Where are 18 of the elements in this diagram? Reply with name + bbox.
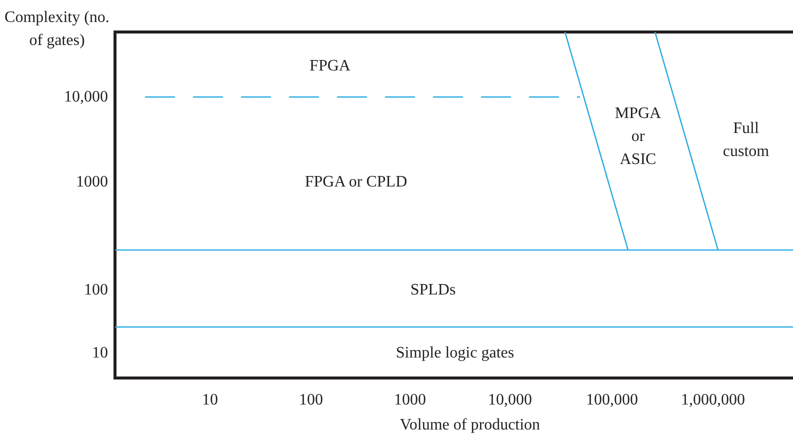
axis-title: Volume of production	[398, 415, 542, 436]
tick-label: 100,000	[585, 390, 639, 410]
region-label: Full custom	[722, 118, 770, 162]
tick-label: 100	[83, 280, 108, 300]
tick-label: 10	[201, 390, 219, 410]
tick-label: 10	[91, 343, 108, 364]
region-label: Simple logic gates	[394, 343, 516, 364]
region-label: FPGA or CPLD	[304, 172, 408, 192]
region-label: FPGA	[308, 56, 352, 76]
tick-label: 1000	[75, 172, 108, 192]
tick-label: 1,000,000	[680, 390, 746, 410]
tick-label: 1000	[393, 390, 427, 410]
tick-label: 10,000	[63, 87, 108, 108]
tick-label: 10,000	[487, 390, 533, 410]
region-label: MPGA or ASIC	[614, 104, 662, 171]
region-label: SPLDs	[409, 280, 457, 300]
axis-title: Complexity (no. of gates)	[4, 8, 110, 51]
tick-label: 100	[298, 390, 324, 410]
